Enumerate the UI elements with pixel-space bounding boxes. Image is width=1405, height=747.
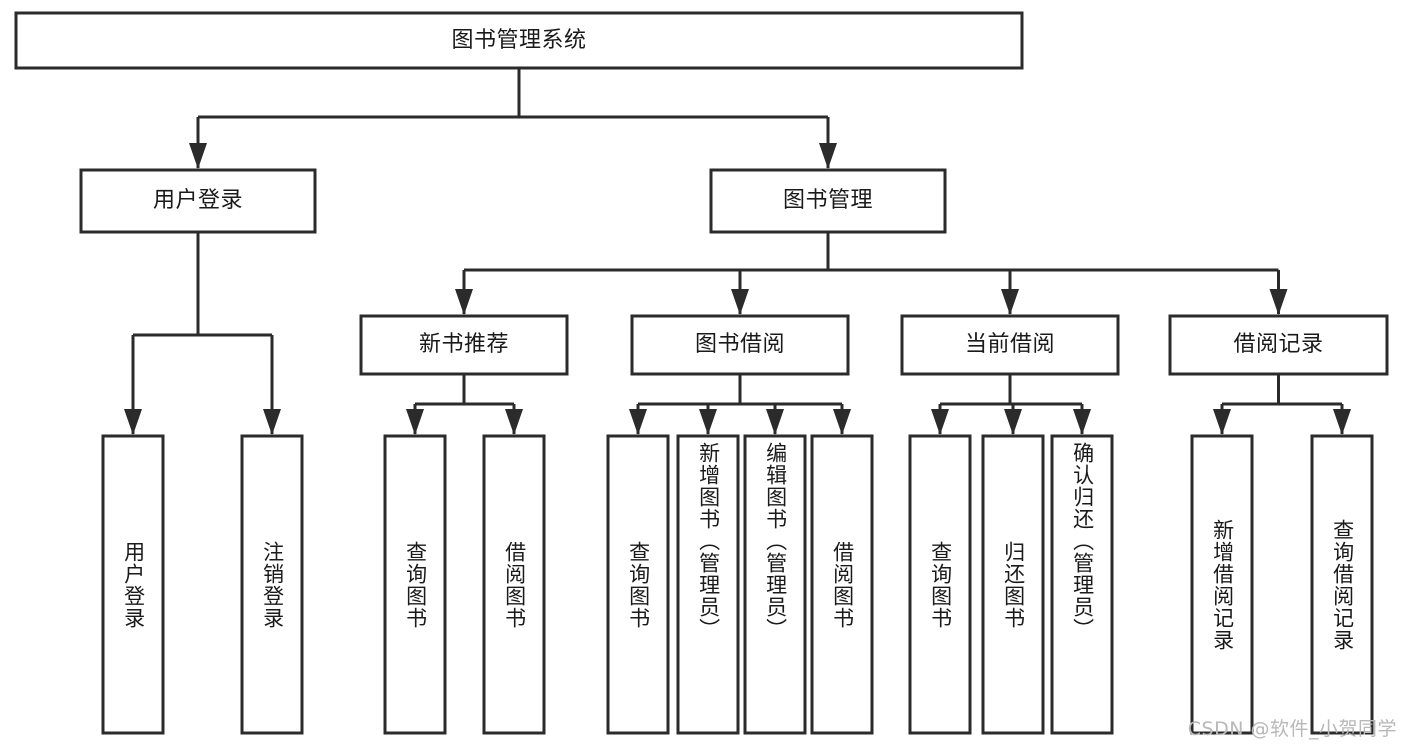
arrow-head-icon <box>406 409 424 435</box>
node-box-l_cur_confirm[interactable] <box>1050 434 1114 735</box>
arrow-head-icon <box>1001 289 1019 315</box>
arrow-head-icon <box>833 409 851 435</box>
node-box-l_nb_borrow[interactable] <box>482 434 546 735</box>
csdn-watermark: CSDN @软件_小贺同学 <box>1187 718 1397 740</box>
arrow-head-icon <box>263 409 281 435</box>
node-box-l_cur_query[interactable] <box>908 434 972 735</box>
node-box-l_nb_query[interactable] <box>383 434 447 735</box>
node-box-l_bb_query[interactable] <box>606 434 670 735</box>
node-box-l_bb_edit[interactable] <box>743 434 807 735</box>
node-box-n_borrow[interactable] <box>630 314 850 376</box>
arrow-head-icon <box>1073 409 1091 435</box>
node-box-n_user_login[interactable] <box>79 168 317 234</box>
node-box-l_cur_return[interactable] <box>981 434 1045 735</box>
arrow-head-icon <box>766 409 784 435</box>
arrow-head-icon <box>1213 409 1231 435</box>
arrow-head-icon <box>1269 289 1288 315</box>
node-box-l_user_logout[interactable] <box>240 434 304 735</box>
arrow-head-icon <box>819 143 837 169</box>
node-box-n_new_books[interactable] <box>359 314 569 376</box>
arrow-head-icon <box>1004 409 1022 435</box>
arrow-head-icon <box>931 409 949 435</box>
node-box-n_records[interactable] <box>1168 314 1389 376</box>
arrow-head-icon <box>629 409 647 435</box>
node-box-l_user_login[interactable] <box>101 434 165 735</box>
node-box-n_book_mgmt[interactable] <box>709 168 947 234</box>
arrow-head-icon <box>699 409 717 435</box>
node-box-l_rec_query[interactable] <box>1310 434 1374 735</box>
node-box-l_bb_borrow[interactable] <box>810 434 874 735</box>
node-box-n_current[interactable] <box>900 314 1120 376</box>
node-box-l_bb_add[interactable] <box>676 434 740 735</box>
arrow-head-icon <box>189 143 207 169</box>
arrow-head-icon <box>731 289 749 315</box>
arrow-head-icon <box>505 409 523 435</box>
node-box-layer <box>14 11 1389 735</box>
arrow-head-icon <box>1333 409 1351 435</box>
arrow-head-icon <box>455 289 473 315</box>
connector-layer <box>124 68 1351 435</box>
arrow-head-icon <box>124 409 142 435</box>
node-box-l_rec_add[interactable] <box>1190 434 1254 735</box>
node-box-root[interactable] <box>14 11 1024 70</box>
